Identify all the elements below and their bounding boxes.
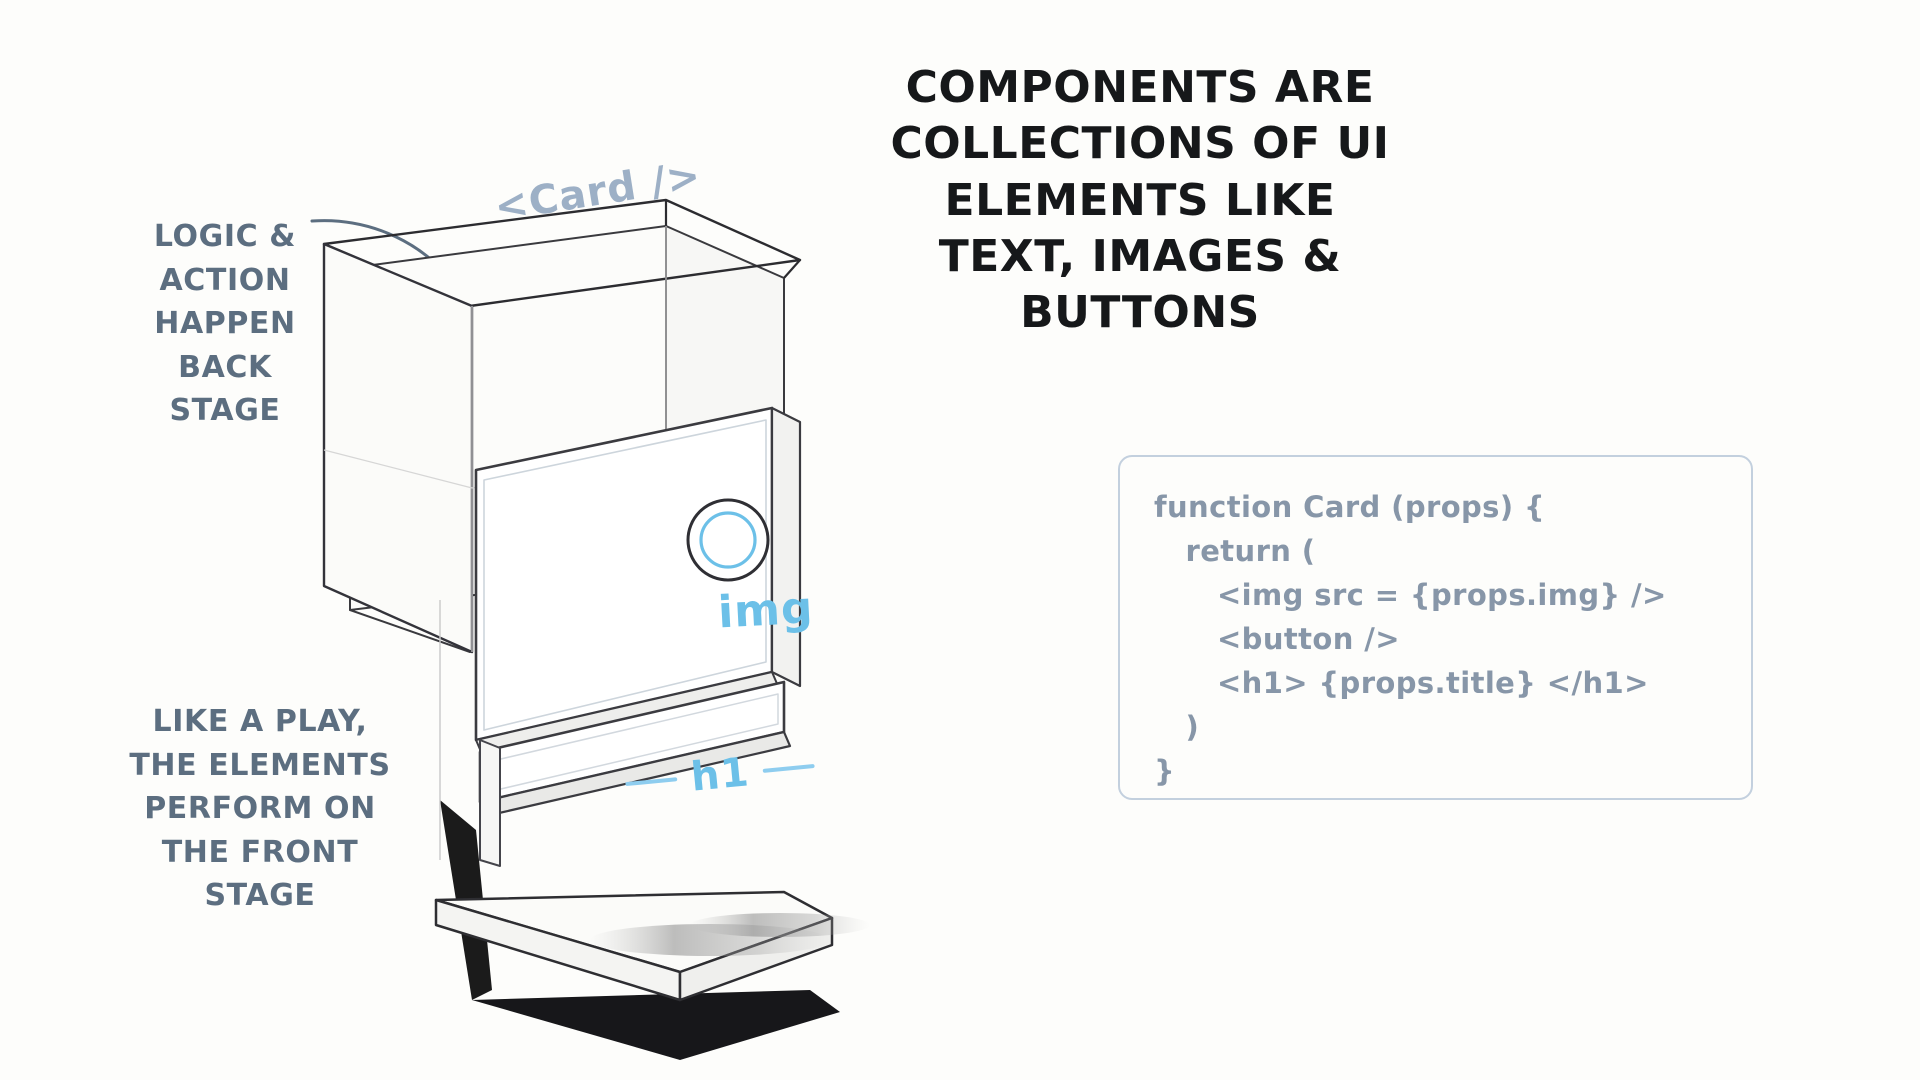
code-line: <button /> xyxy=(1154,622,1400,657)
code-line: <img src = {props.img} /> xyxy=(1154,578,1667,613)
headline-line: COMPONENTS ARE xyxy=(905,62,1375,113)
headline-line: ELEMENTS LIKE xyxy=(944,174,1336,226)
img-element-label: img xyxy=(716,582,815,639)
button-element-ring xyxy=(699,511,757,569)
annotation-line: LOGIC & xyxy=(153,219,297,254)
headline-line: COLLECTIONS OF UI xyxy=(890,118,1390,170)
headline: COMPONENTS ARE COLLECTIONS OF UI ELEMENT… xyxy=(790,60,1490,342)
dash-left-icon xyxy=(625,777,678,787)
annotation-frontstage: LIKE A PLAY, THE ELEMENTS PERFORM ON THE… xyxy=(80,700,440,918)
headline-line: TEXT, IMAGES & xyxy=(938,230,1342,282)
annotation-line: HAPPEN xyxy=(154,306,296,341)
annotation-line: STAGE xyxy=(169,393,281,428)
dash-right-icon xyxy=(762,763,816,773)
annotation-line: ACTION xyxy=(159,262,291,298)
annotation-line: PERFORM ON xyxy=(144,791,376,826)
annotation-line: LIKE A PLAY, xyxy=(152,704,368,739)
h1-label-text: h1 xyxy=(688,749,752,801)
code-line: return ( xyxy=(1154,534,1316,569)
annotation-backstage: LOGIC & ACTION HAPPEN BACK STAGE xyxy=(110,215,340,433)
code-line: } xyxy=(1154,754,1176,789)
annotation-line: THE FRONT xyxy=(161,834,359,870)
code-line: <h1> {props.title} </h1> xyxy=(1154,666,1649,701)
annotation-line: BACK xyxy=(178,349,272,385)
annotation-line: STAGE xyxy=(204,878,316,913)
code-line: ) xyxy=(1154,710,1200,745)
headline-line: BUTTONS xyxy=(1020,287,1260,339)
code-snippet-panel: function Card (props) { return ( <img sr… xyxy=(1118,455,1753,800)
code-line: function Card (props) { xyxy=(1154,490,1546,524)
annotation-line: THE ELEMENTS xyxy=(129,747,391,783)
card-box-illustration xyxy=(322,198,1020,1060)
